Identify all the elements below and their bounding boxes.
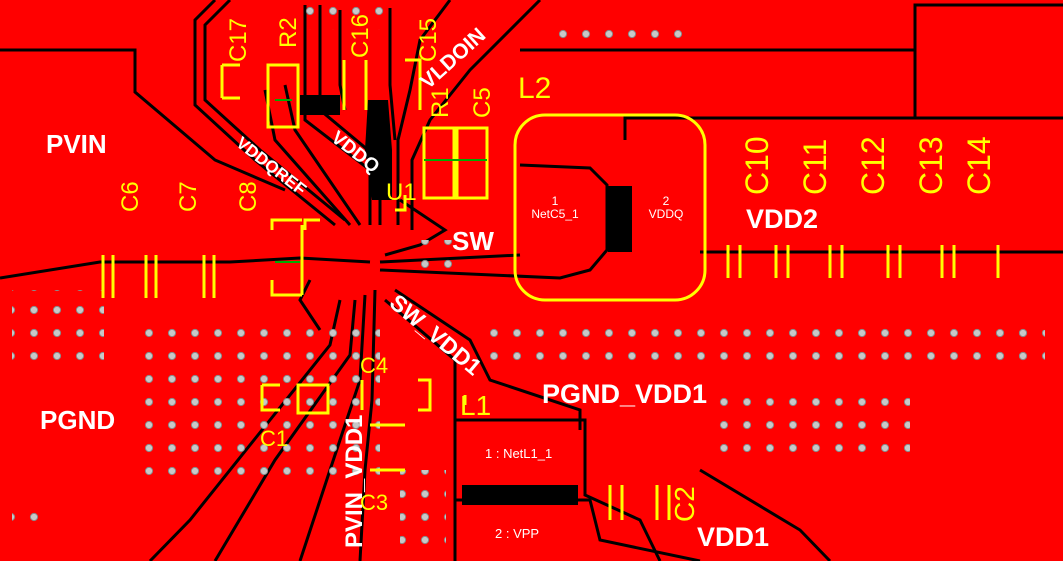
refdes-labels: C17 R2 C16 C15 R1 C5 L2 C6 C7 C8 U1 C10 … — [117, 14, 997, 522]
net-label-pgnd: PGND — [40, 405, 115, 435]
refdes-r2: R2 — [275, 17, 302, 48]
refdes-c6: C6 — [117, 181, 144, 212]
net-label-pvin: PVIN — [46, 129, 107, 159]
l2-pads: 1 NetC5_1 2 VDDQ — [531, 194, 683, 221]
net-label-pvin-vdd1: PVIN_VDD1 — [341, 415, 368, 548]
l2-pad1-net: NetC5_1 — [531, 207, 579, 221]
thick-traces — [300, 95, 632, 505]
refdes-u1: U1 — [386, 179, 417, 206]
net-label-pgnd-vdd1: PGND_VDD1 — [542, 379, 707, 409]
silkscreen-outlines — [101, 58, 1000, 520]
net-label-vdd1: VDD1 — [697, 522, 769, 552]
refdes-c13: C13 — [913, 136, 949, 195]
refdes-c2: C2 — [669, 486, 700, 522]
l2-outline — [513, 113, 707, 302]
l1-pad1-label: 1 : NetL1_1 — [485, 446, 552, 461]
refdes-c16: C16 — [347, 14, 374, 58]
refdes-c10: C10 — [739, 136, 775, 195]
refdes-c17: C17 — [225, 18, 252, 62]
green-lines — [275, 99, 487, 263]
refdes-c14: C14 — [961, 136, 997, 195]
refdes-c3: C3 — [360, 490, 388, 515]
via-grids — [12, 0, 1045, 550]
refdes-c4: C4 — [360, 353, 388, 378]
l2-pad1-number: 1 — [552, 194, 559, 208]
l1-pad2-label: 2 : VPP — [495, 526, 539, 541]
refdes-l2: L2 — [518, 72, 551, 105]
refdes-c8: C8 — [235, 181, 262, 212]
refdes-c15: C15 — [415, 18, 442, 62]
l2-pad2-number: 2 — [663, 194, 670, 208]
refdes-l1: L1 — [460, 390, 491, 421]
net-label-sw: SW — [452, 226, 494, 256]
refdes-c11: C11 — [797, 139, 833, 195]
refdes-c12: C12 — [855, 136, 891, 195]
refdes-c1: C1 — [260, 426, 288, 451]
l2-pad2-net: VDDQ — [649, 207, 684, 221]
net-label-vdd2: VDD2 — [746, 204, 818, 234]
refdes-c5: C5 — [469, 87, 496, 118]
refdes-r1: R1 — [427, 87, 454, 118]
refdes-c7: C7 — [175, 181, 202, 212]
